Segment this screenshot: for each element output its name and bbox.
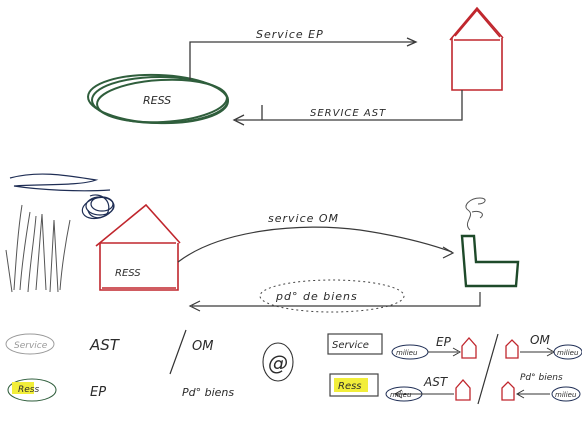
- ress-node-ellipse: [87, 73, 229, 125]
- service-ast-arrow: [232, 90, 463, 126]
- legend-right-pd-biens-label: Pd° biens: [520, 373, 563, 383]
- cloud-scribble-icon: [9, 173, 115, 220]
- legend-service-box: [327, 333, 383, 355]
- legend-ress-label: Ress: [18, 385, 39, 395]
- legend-right-ast-label: AST: [423, 375, 449, 389]
- factory-icon: [460, 234, 520, 288]
- diagram-middle: RESS service OM pd° de biens: [5, 173, 520, 313]
- at-symbol-icon: @: [268, 351, 288, 375]
- service-om-label: service OM: [268, 212, 339, 225]
- legend-ress-highlight: [12, 382, 34, 394]
- diagram-top: RESS Service EP SERVICE AST: [87, 6, 504, 126]
- pd-de-biens-bubble: [259, 279, 405, 313]
- legend-ress-oval: [7, 378, 57, 402]
- service-ep-label: Service EP: [256, 28, 324, 41]
- service-ast-label: SERVICE AST: [310, 108, 386, 119]
- service-om-arrow: [177, 226, 455, 263]
- milieu-oval-3: [553, 344, 582, 360]
- milieu-label-2: milieu: [390, 391, 412, 399]
- mini-factory-icon: [505, 339, 519, 359]
- legend-pd-biens-label: Pd° biens: [182, 386, 234, 399]
- legend-left: Service AST Ress EP OM Pd° biens @: [5, 329, 294, 402]
- legend-divider-2: [477, 333, 499, 405]
- milieu-oval-4: [551, 386, 581, 402]
- legend-om-label: OM: [192, 339, 213, 354]
- legend-service-label: Service: [14, 341, 48, 351]
- service-ep-arrow: [189, 37, 418, 80]
- smoke-icon: [465, 197, 486, 231]
- legend-service-oval: [5, 333, 55, 355]
- ress-house-label: RESS: [115, 268, 141, 279]
- milieu-label-4: milieu: [555, 391, 577, 399]
- legend-right-ress-label: Ress: [338, 381, 362, 392]
- milieu-label-1: milieu: [396, 349, 418, 357]
- pd-de-biens-label: pd° de biens: [275, 290, 358, 303]
- legend-right-ep-label: EP: [436, 335, 452, 349]
- at-circle: [262, 342, 294, 382]
- legend-right-om-label: OM: [530, 333, 550, 347]
- mini-factory-icon: [501, 381, 515, 401]
- legend-right-ress-highlight: [334, 378, 368, 392]
- mini-house-icon: [455, 379, 471, 401]
- pd-biens-arrowhead: [515, 389, 525, 399]
- legend-divider-1: [169, 329, 187, 375]
- legend-right-service-label: Service: [332, 340, 369, 351]
- ress-house-icon: [95, 203, 181, 291]
- reeds-sketch-icon: [5, 204, 71, 293]
- legend-right: Service Ress milieu EP milieu AST OM mil…: [327, 333, 582, 405]
- ep-arrowhead: [452, 347, 462, 357]
- ast-arrowhead: [393, 389, 403, 399]
- house-icon: [449, 6, 504, 91]
- pd-de-biens-arrow: [188, 292, 481, 312]
- legend-ress-box: [329, 373, 379, 397]
- ress-node-label: RESS: [143, 94, 171, 107]
- legend-ep-label: EP: [90, 385, 106, 400]
- legend-ast-label: AST: [89, 336, 121, 354]
- milieu-label-3: milieu: [557, 349, 579, 357]
- mini-house-icon: [461, 337, 477, 359]
